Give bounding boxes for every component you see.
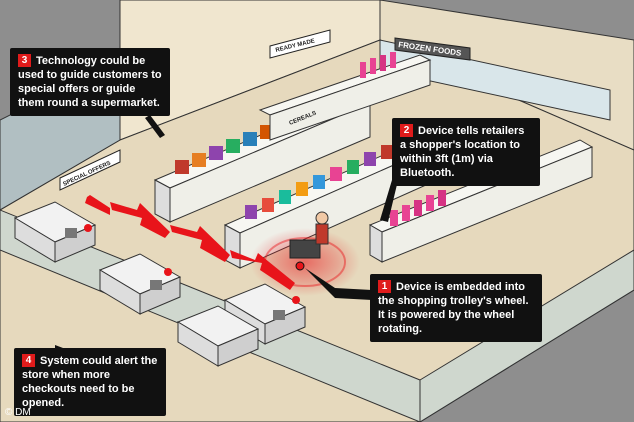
checkout-4 — [176, 305, 260, 367]
callout-2-text: Device tells retailers a shopper's locat… — [400, 125, 525, 179]
callout-2-number: 2 — [400, 124, 413, 137]
callout-3-number: 3 — [18, 54, 31, 67]
trolley-wheel-device — [295, 261, 305, 271]
checkout-indicator-1 — [84, 224, 92, 232]
checkout-1 — [13, 201, 97, 263]
checkout-indicator-2 — [164, 268, 172, 276]
checkout-2 — [98, 253, 182, 315]
shopper-with-trolley — [289, 211, 329, 271]
callout-4-number: 4 — [22, 354, 35, 367]
shelf-unit-4 — [258, 52, 432, 141]
callout-4-text: System could alert the store when more c… — [22, 355, 158, 409]
ready-made-sign-board — [269, 29, 331, 59]
callout-1-number: 1 — [378, 280, 391, 293]
image-credit: © DM — [5, 407, 31, 418]
callout-3-text: Technology could be used to guide custom… — [18, 55, 162, 109]
frozen-foods-sign-board — [394, 37, 471, 61]
checkout-indicator-3 — [292, 296, 300, 304]
callout-1-text: Device is embedded into the shopping tro… — [378, 281, 529, 335]
special-offers-sign-board — [59, 149, 121, 191]
guidance-arrows — [85, 195, 295, 290]
